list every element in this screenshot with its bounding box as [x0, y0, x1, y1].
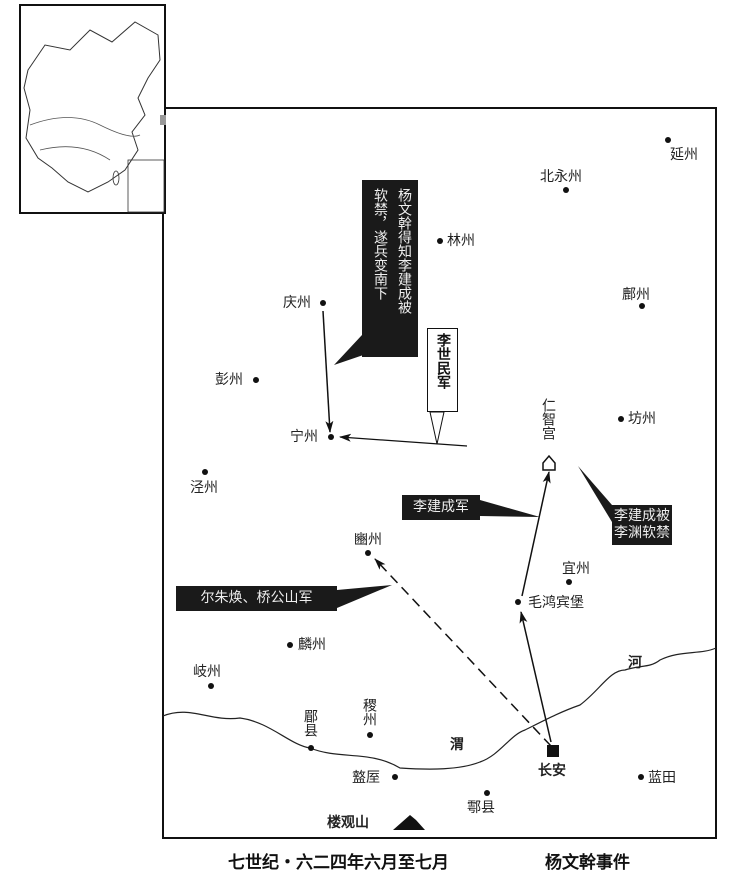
- inset-china-map: [19, 4, 166, 214]
- place-jingzhou: 泾州: [190, 480, 218, 496]
- place-binzhou: 豳州: [354, 532, 382, 548]
- place-maohongbinbao: 毛鸿宾堡: [528, 595, 584, 611]
- callout-yang-wengan: 杨文幹得知李建成被 软禁，遂兵变南下: [362, 180, 418, 357]
- place-fuzhou: 鄜州: [622, 287, 650, 303]
- callout-pointer-army: [480, 500, 540, 517]
- place-yizhou: 宜州: [562, 561, 590, 577]
- town-dots: [202, 137, 671, 796]
- place-zhouzhi: 盩厔: [352, 770, 380, 786]
- arrow-maohong-renzhigong: [521, 471, 551, 597]
- changan-capital-marker: [547, 745, 559, 757]
- place-qizhou: 岐州: [193, 664, 221, 680]
- map-subtitle: 杨文幹事件: [545, 853, 630, 873]
- place-louguanshan: 楼观山: [327, 815, 369, 831]
- wei-river: [162, 647, 717, 770]
- place-linzhou2: 麟州: [298, 637, 326, 653]
- place-jizhou: 稷州: [361, 698, 377, 726]
- arrow-changan-maohong: [519, 611, 552, 743]
- callout-pointer-erzhu: [337, 585, 392, 608]
- place-yanzhou: 延州: [670, 147, 698, 163]
- callout-pointer-arrest: [578, 466, 612, 522]
- place-renzhigong: 仁智宫: [540, 398, 556, 440]
- callout-lishimin-army: 李世民军: [427, 328, 458, 412]
- mountain-icon: [393, 815, 425, 830]
- palace-icon: [542, 454, 556, 471]
- callout-yang-col1: 杨文幹得知李建成被: [396, 188, 412, 314]
- callout-lijiancheng-army: 李建成军: [402, 495, 480, 520]
- callout-lijiancheng-arrest: 李建成被 李渊软禁: [612, 505, 672, 545]
- place-changan: 长安: [538, 763, 566, 779]
- callout-erzhu-army: 尔朱焕、桥公山军: [176, 586, 337, 611]
- map-title: 七世纪・六二四年六月至七月: [228, 853, 449, 873]
- place-qingzhou: 庆州: [283, 295, 311, 311]
- place-pengzhou: 彭州: [215, 372, 243, 388]
- place-fangzhou: 坊州: [628, 411, 656, 427]
- callout-yang-col2: 软禁，遂兵变南下: [372, 188, 388, 300]
- callout-arrest-line2: 李渊软禁: [614, 525, 670, 541]
- river-wei: 渭: [450, 737, 464, 753]
- place-meixian: 郿县: [302, 709, 318, 737]
- callout-pointer-lishimin: [429, 411, 445, 445]
- place-beiyongzhou: 北永州: [540, 169, 582, 185]
- place-lantian: 蓝田: [648, 770, 676, 786]
- river-he: 河: [628, 655, 642, 671]
- callout-arrest-line1: 李建成被: [614, 508, 670, 524]
- arrow-lishimin-ningzhou: [339, 433, 468, 447]
- map-frame: [162, 107, 717, 839]
- place-huxian: 鄠县: [467, 800, 495, 816]
- arrow-qingzhou-ningzhou: [322, 310, 334, 433]
- arrow-changan-binzhou: [374, 558, 552, 747]
- place-ningzhou: 宁州: [290, 429, 318, 445]
- place-linzhou: 林州: [447, 233, 475, 249]
